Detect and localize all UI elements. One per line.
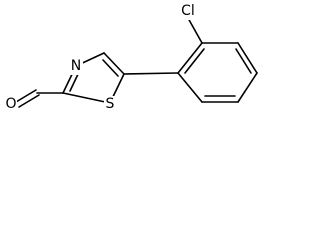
oxygen-atom-label: O (5, 96, 16, 112)
atom-label-oxygen: O (4, 96, 17, 112)
carbonyl-double-bond-inner (18, 94, 40, 108)
benzene-bond-1-inner (184, 48, 205, 74)
biaryl-bond (123, 72, 179, 75)
chemical-structure-diagram: O N S Cl (4, 3, 258, 112)
nitrogen-atom-label: N (71, 58, 81, 74)
benzene-bond-3-inner (235, 48, 252, 74)
carbonyl-double-bond-outer (15, 89, 37, 103)
atom-label-nitrogen: N (69, 58, 83, 75)
atom-label-sulfur: S (104, 96, 117, 112)
aldehyde-group (15, 89, 64, 108)
benzene-bond-4 (237, 72, 258, 103)
chlorine-atom-label: Cl (181, 3, 195, 19)
benzene-ring (177, 17, 258, 103)
c4-c5-double-bond-inner (102, 59, 119, 77)
atom-label-chlorine: Cl (177, 3, 199, 20)
chloro-bond (187, 17, 203, 44)
benzene-bond-6 (177, 72, 203, 103)
benzene-bond-3 (237, 42, 258, 74)
sulfur-atom-label: S (106, 96, 115, 112)
benzene-bond-1 (177, 42, 203, 74)
s1-c2-bond (62, 92, 111, 104)
c4-c5-double-bond (103, 52, 125, 75)
